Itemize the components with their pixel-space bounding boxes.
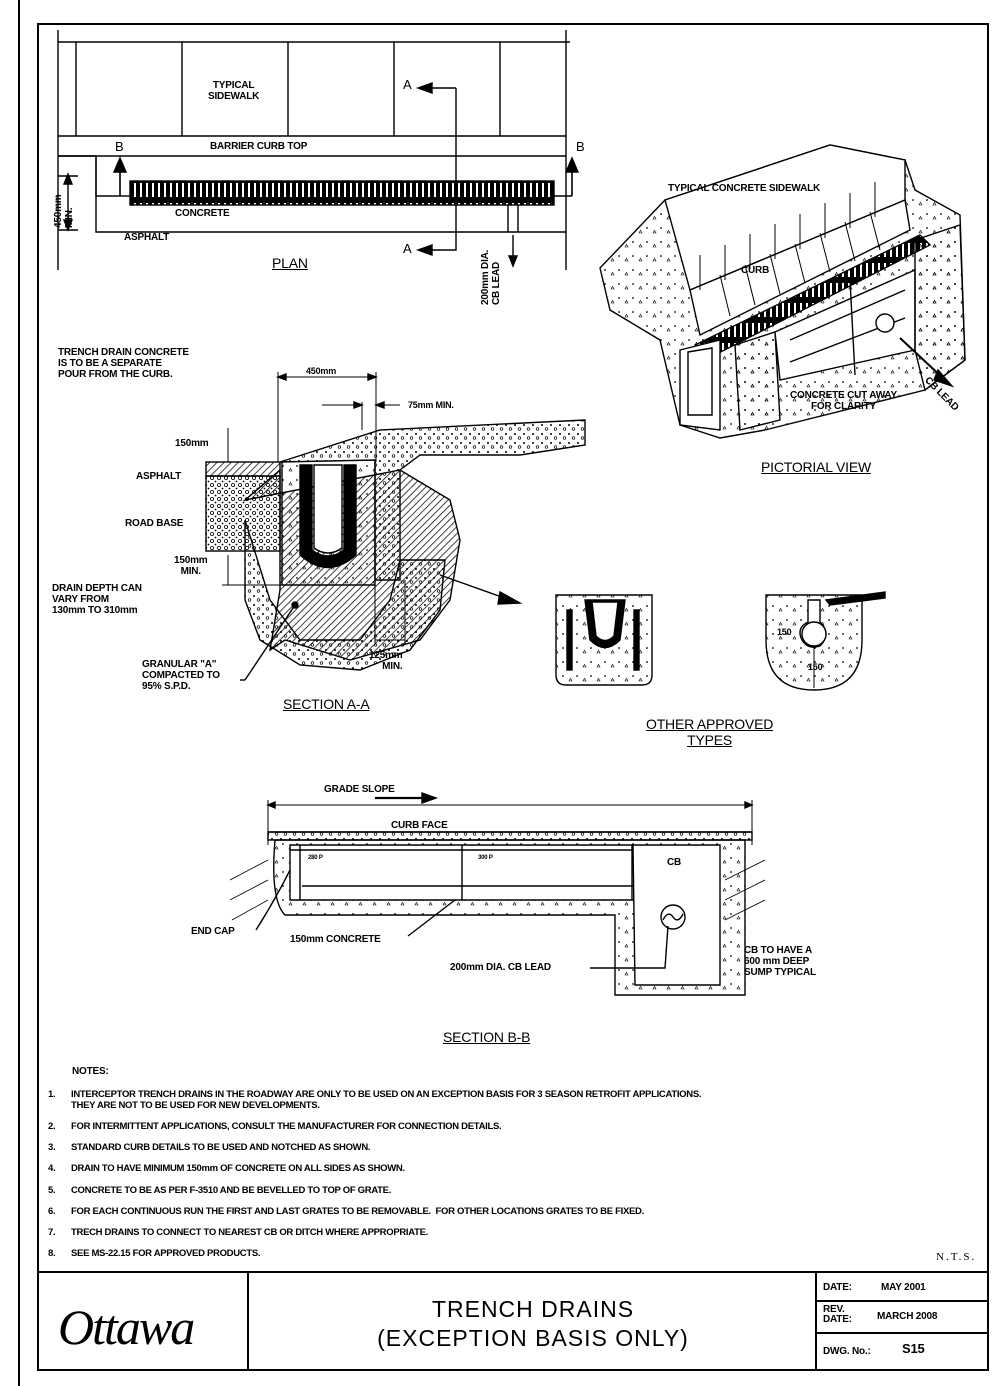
dwg-no-label: DWG. No.: [823, 1346, 871, 1357]
pictorial-curb-label: CURB [741, 265, 770, 276]
drawing-border [37, 23, 989, 1371]
aa-dim-150: 150mm [175, 438, 209, 449]
ottawa-logo: Ottawa [58, 1299, 195, 1355]
bb-end-cap-label: END CAP [191, 926, 235, 937]
bb-grade-slope-label: GRADE SLOPE [324, 784, 395, 795]
aa-granular-note: GRANULAR "A" COMPACTED TO 95% S.P.D. [142, 659, 220, 692]
section-bb [229, 792, 766, 996]
pictorial-title: PICTORIAL VIEW [761, 459, 871, 475]
plan-dim-450: 450mm MIN. [53, 194, 75, 228]
date-value: MAY 2001 [881, 1282, 926, 1293]
other-dim-a: 150 [777, 627, 792, 637]
bb-curb-face-label: CURB FACE [391, 820, 448, 831]
drawing-title-line1: TRENCH DRAINS [431, 1296, 635, 1322]
plan-section-b-right: B [576, 139, 585, 154]
plan-cb-lead-label: 200mm DIA. CB LEAD [480, 249, 502, 305]
bb-concrete-label: 150mm CONCRETE [290, 934, 381, 945]
plan-sidewalk-label: TYPICAL SIDEWALK [208, 80, 260, 102]
aa-dim-75: 75mm MIN. [408, 400, 454, 410]
aa-drain-depth-note: DRAIN DEPTH CAN VARY FROM 130mm TO 310mm [52, 583, 142, 616]
aa-title: SECTION A-A [283, 696, 370, 712]
page-margin-line [18, 0, 20, 1386]
pictorial-view [599, 144, 966, 439]
rev-date-label: REV. DATE: [823, 1304, 852, 1325]
aa-dim-450: 450mm [306, 366, 337, 376]
plan-title: PLAN [272, 255, 308, 271]
bb-label-p2: 300 P [478, 855, 493, 861]
pictorial-cut-away-label: CONCRETE CUT AWAY FOR CLARITY [790, 390, 897, 412]
notes-heading: NOTES: [72, 1066, 109, 1077]
other-types [555, 591, 886, 691]
rev-date-value: MARCH 2008 [877, 1311, 938, 1322]
plan-barrier-curb-label: BARRIER CURB TOP [210, 141, 308, 152]
aa-road-base-label: ROAD BASE [125, 518, 184, 529]
bb-cb-label: CB [667, 857, 682, 868]
plan-concrete-label: CONCRETE [175, 208, 230, 219]
pictorial-sidewalk-label: TYPICAL CONCRETE SIDEWALK [668, 183, 821, 194]
bb-sump-note: CB TO HAVE A 600 mm DEEP SUMP TYPICAL [744, 945, 816, 978]
other-dim-b: 150 [808, 662, 823, 672]
aa-separate-pour-note: TRENCH DRAIN CONCRETE IS TO BE A SEPARAT… [58, 347, 189, 380]
plan-view [57, 30, 580, 270]
bb-cb-lead-label: 200mm DIA. CB LEAD [450, 962, 551, 973]
bb-label-p1: 280 P [308, 855, 323, 861]
plan-section-a-top: A [403, 77, 412, 92]
aa-asphalt-label: ASPHALT [136, 471, 182, 482]
scale-note: N.T.S. [936, 1251, 977, 1263]
dwg-no-value: S15 [902, 1341, 925, 1356]
date-label: DATE: [823, 1282, 852, 1293]
section-aa [205, 372, 586, 681]
drawing-title-line2: (EXCEPTION BASIS ONLY) [377, 1325, 689, 1351]
plan-section-a-bottom: A [403, 241, 412, 256]
aa-dim-150-min: 150mm MIN. [174, 555, 208, 577]
bb-title: SECTION B-B [443, 1029, 531, 1045]
aa-dim-125: 125mm MIN. [369, 650, 403, 672]
other-types-title: OTHER APPROVED TYPES [646, 716, 774, 748]
title-block-lines [37, 1271, 989, 1371]
plan-section-b-left: B [115, 139, 124, 154]
plan-asphalt-label: ASPHALT [124, 232, 170, 243]
